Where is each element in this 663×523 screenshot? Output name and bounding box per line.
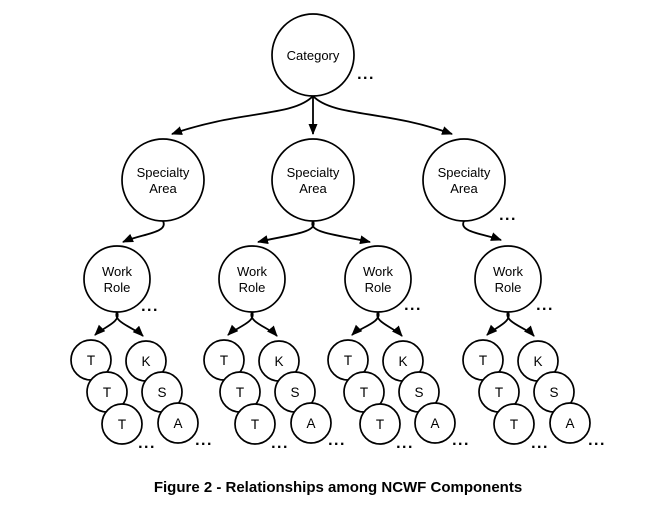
tksa-cluster-3: T T T K S A ... ...	[327, 339, 470, 452]
edge-specialty2-to-workrole3	[311, 220, 371, 245]
edge-workrole1-to-t	[94, 311, 119, 336]
work-role-label-line2: Role	[365, 280, 392, 295]
tksa-cluster-1: T T T K S A ... ...	[70, 339, 213, 452]
edges-category-to-specialty	[171, 95, 453, 135]
task-label: T	[360, 385, 368, 400]
specialty-area-label-line1: Specialty	[137, 165, 190, 180]
edge-workrole4-to-t	[486, 311, 510, 336]
edge-category-to-specialty-1	[171, 95, 314, 135]
category-label: Category	[287, 48, 340, 63]
task-ellipsis: ...	[271, 435, 289, 452]
knowledge-label: K	[533, 354, 542, 369]
ksa-ellipsis: ...	[452, 432, 470, 449]
task-circle	[359, 403, 401, 445]
specialty-area-circle	[121, 138, 205, 222]
work-role-node-2: Work Role	[218, 245, 286, 313]
skill-label: S	[290, 385, 299, 400]
ksa-ellipsis: ...	[588, 432, 606, 449]
edge-category-to-specialty-3	[312, 95, 453, 135]
ksa-ellipsis: ...	[195, 432, 213, 449]
ksa-ellipsis: ...	[328, 432, 346, 449]
ability-circle	[157, 402, 199, 444]
work-role-label-line1: Work	[102, 264, 133, 279]
edge-specialty3-to-workrole4	[462, 220, 502, 241]
task-label: T	[479, 353, 487, 368]
specialty-area-label-line2: Area	[149, 181, 177, 196]
work-role-circle	[83, 245, 151, 313]
knowledge-label: K	[274, 354, 283, 369]
work-role-label-line2: Role	[239, 280, 266, 295]
task-ellipsis: ...	[531, 435, 549, 452]
work-role-node-4: Work Role ...	[474, 245, 554, 314]
specialty-area-label-line1: Specialty	[438, 165, 491, 180]
ability-label: A	[306, 416, 315, 431]
skill-label: S	[157, 385, 166, 400]
edge-specialty2-to-workrole2	[257, 220, 315, 245]
specialty-area-node-2: Specialty Area	[271, 138, 355, 222]
tksa-cluster-2: T T T K S A ... ...	[203, 339, 346, 452]
edge-workrole4-to-k	[506, 311, 535, 337]
specialty-area-node-1: Specialty Area	[121, 138, 205, 222]
task-label: T	[510, 417, 518, 432]
work-role-circle	[344, 245, 412, 313]
work-role-node-1: Work Role ...	[83, 245, 159, 315]
skill-label: S	[414, 385, 423, 400]
category-ellipsis: ...	[357, 66, 375, 83]
specialty-area-label-line2: Area	[299, 181, 327, 196]
task-label: T	[87, 353, 95, 368]
work-role-circle	[218, 245, 286, 313]
category-node: Category ...	[271, 13, 375, 97]
edge-workrole2-to-t	[227, 311, 254, 336]
tksa-cluster-4: T T T K S A ... ...	[462, 339, 606, 452]
task-label: T	[103, 385, 111, 400]
specialty-area-label-line2: Area	[450, 181, 478, 196]
work-role-label-line2: Role	[104, 280, 131, 295]
edges-workrole-to-leaves	[94, 311, 535, 337]
ability-circle	[549, 402, 591, 444]
knowledge-label: K	[141, 354, 150, 369]
knowledge-label: K	[398, 354, 407, 369]
task-label: T	[220, 353, 228, 368]
work-role-label-line1: Work	[493, 264, 524, 279]
edge-workrole1-to-k	[115, 311, 144, 337]
ability-label: A	[173, 416, 182, 431]
task-circle	[234, 403, 276, 445]
specialty-area-label-line1: Specialty	[287, 165, 340, 180]
work-role-ellipsis: ...	[536, 297, 554, 314]
task-label: T	[236, 385, 244, 400]
task-label: T	[495, 385, 503, 400]
task-circle	[493, 403, 535, 445]
task-ellipsis: ...	[138, 435, 156, 452]
work-role-node-3: Work Role ...	[344, 245, 422, 314]
edge-workrole3-to-t	[351, 311, 380, 336]
task-label: T	[376, 417, 384, 432]
specialty-area-ellipsis: ...	[499, 207, 517, 224]
work-role-label-line1: Work	[363, 264, 394, 279]
specialty-area-circle	[271, 138, 355, 222]
work-role-label-line1: Work	[237, 264, 268, 279]
edge-specialty1-to-workrole1	[122, 220, 165, 243]
category-circle	[271, 13, 355, 97]
work-role-ellipsis: ...	[141, 298, 159, 315]
task-label: T	[344, 353, 352, 368]
edges-specialty-to-workrole	[122, 220, 502, 245]
work-role-label-line2: Role	[495, 280, 522, 295]
figure-caption: Figure 2 - Relationships among NCWF Comp…	[154, 479, 522, 496]
edge-workrole2-to-k	[250, 311, 278, 337]
task-ellipsis: ...	[396, 435, 414, 452]
ability-circle	[414, 402, 456, 444]
specialty-area-node-3: Specialty Area ...	[422, 138, 517, 224]
task-label: T	[251, 417, 259, 432]
skill-label: S	[549, 385, 558, 400]
ability-circle	[290, 402, 332, 444]
edge-workrole3-to-k	[376, 311, 403, 337]
ability-label: A	[565, 416, 574, 431]
work-role-circle	[474, 245, 542, 313]
work-role-ellipsis: ...	[404, 297, 422, 314]
task-circle	[101, 403, 143, 445]
specialty-area-circle	[422, 138, 506, 222]
task-label: T	[118, 417, 126, 432]
ability-label: A	[430, 416, 439, 431]
